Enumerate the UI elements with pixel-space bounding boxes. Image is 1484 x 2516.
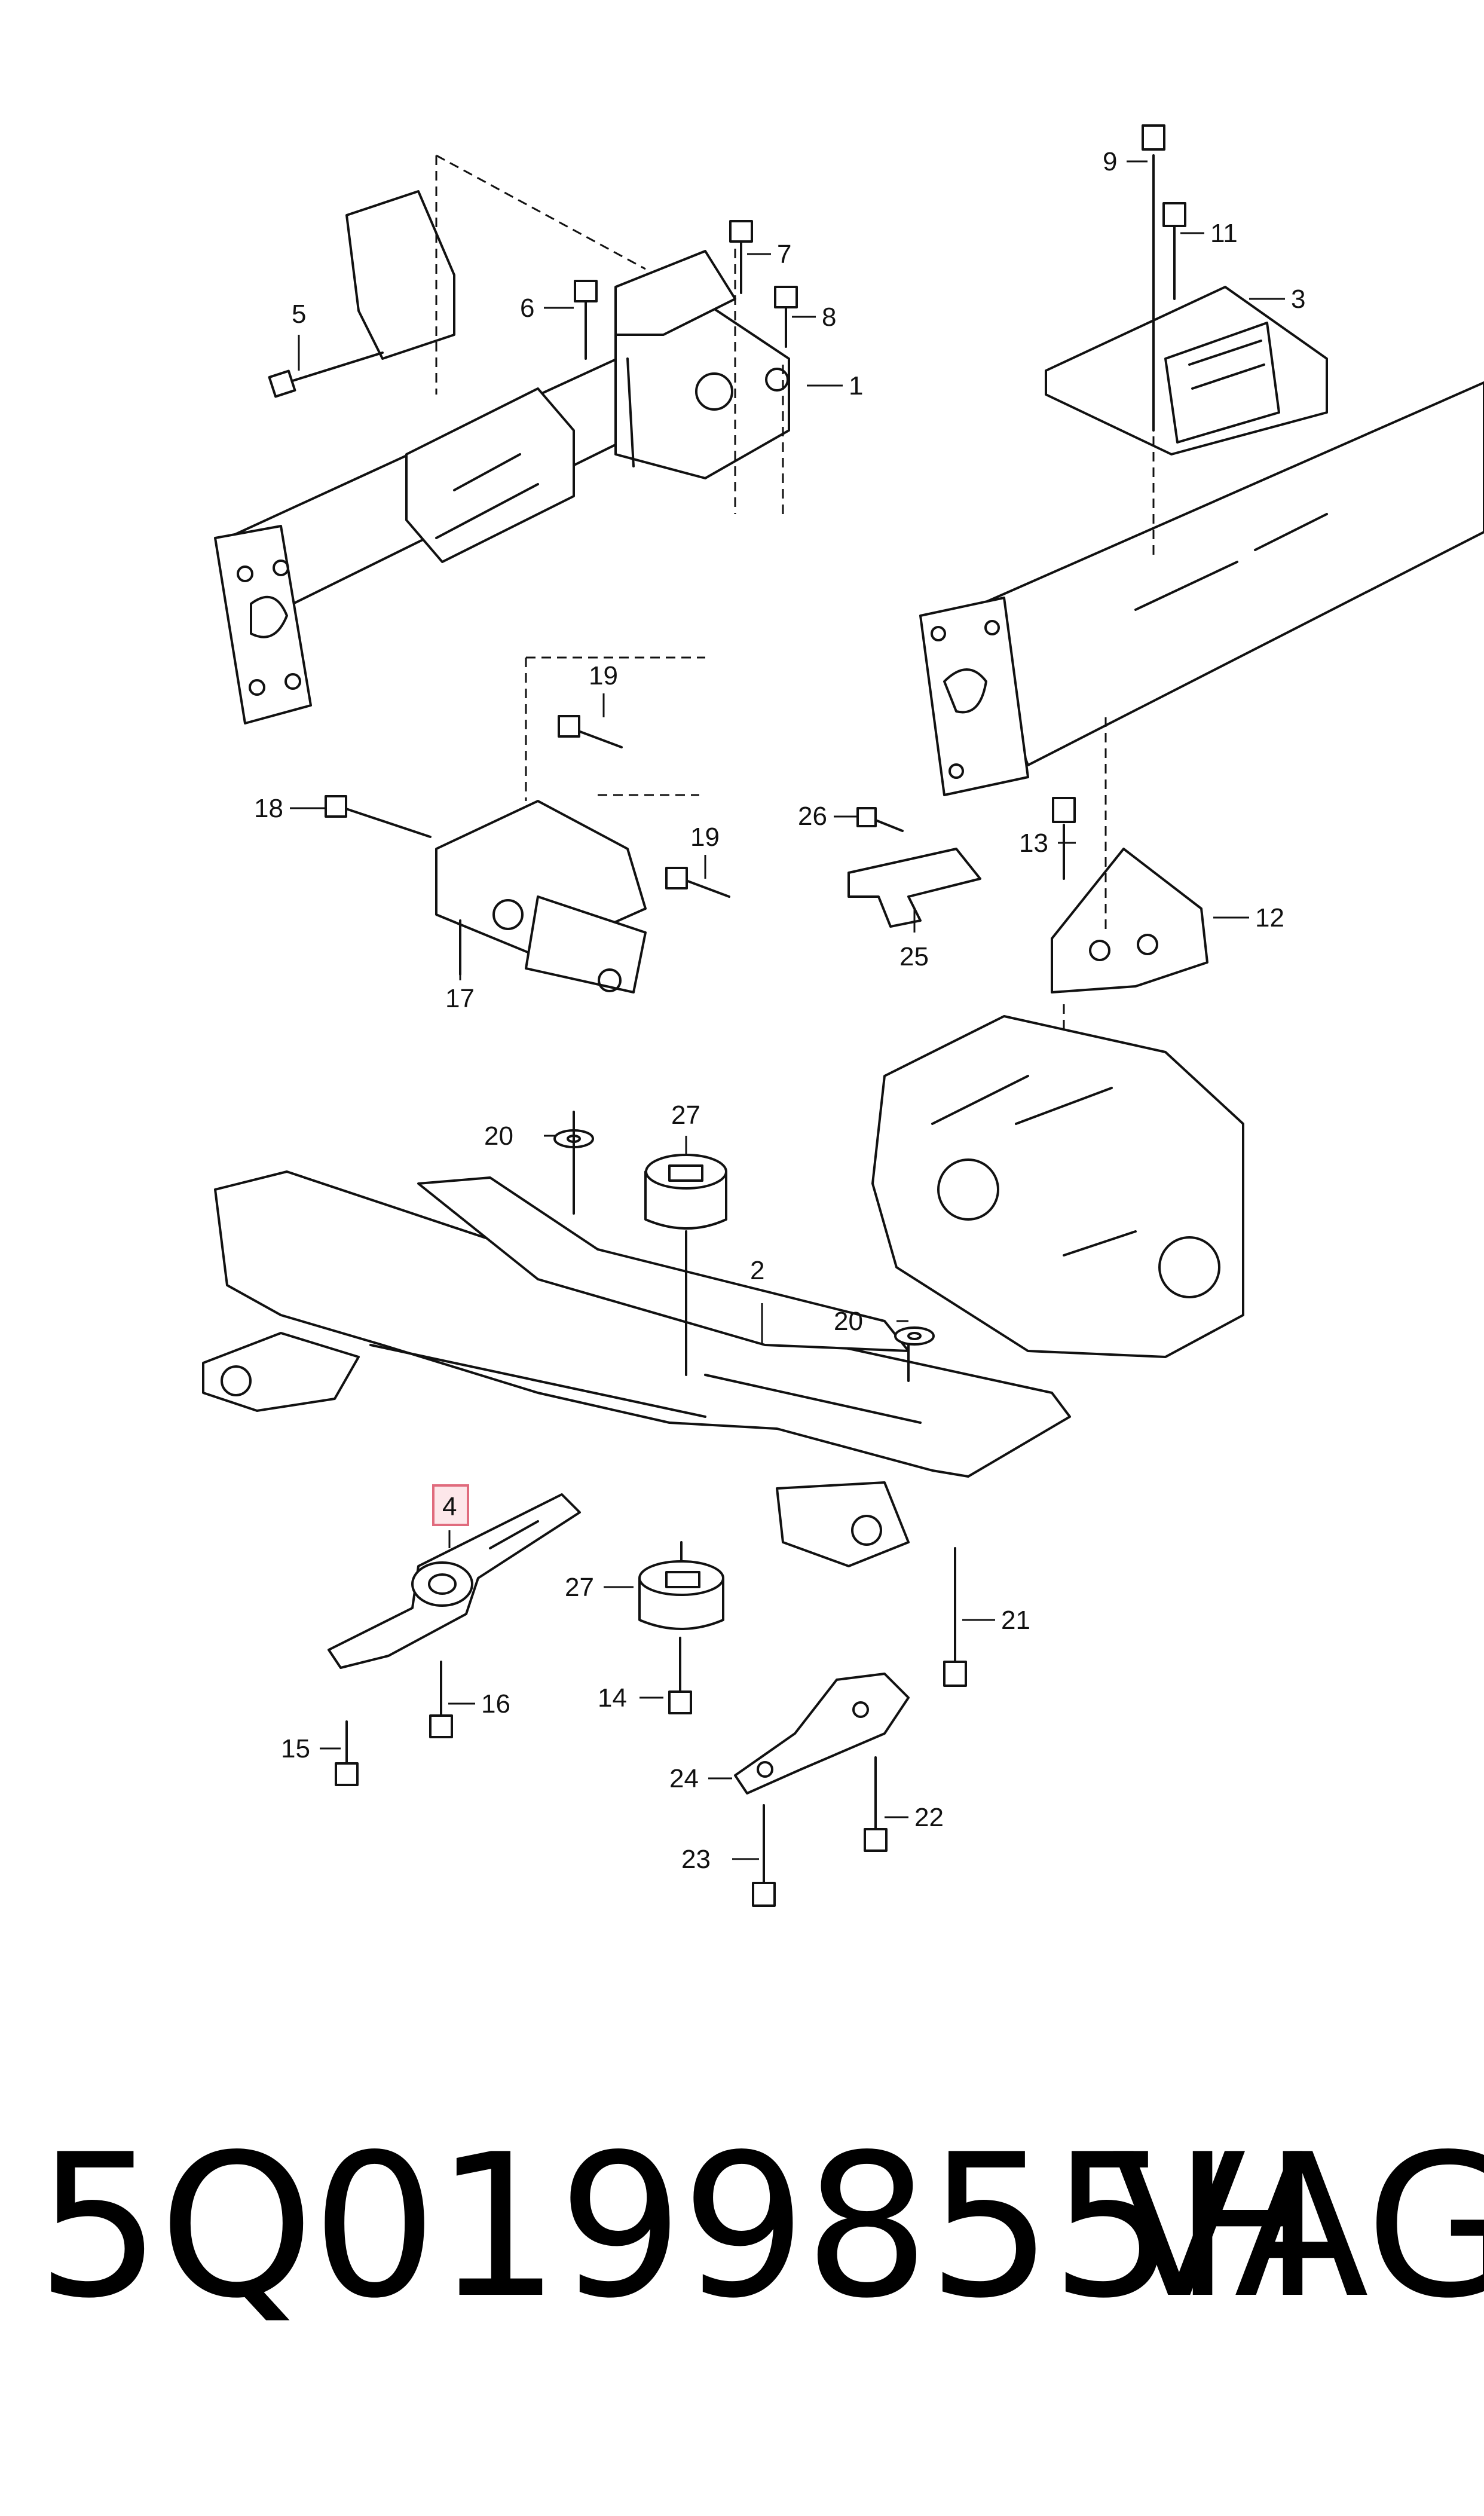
bolt-23 [752,1804,776,1907]
callout-23: 23 [681,1845,711,1874]
callout-19b: 19 [690,823,720,852]
bolt-14 [668,1637,692,1714]
callout-6: 6 [520,294,534,323]
callout-27b: 27 [565,1573,594,1602]
bracket-24 [734,1673,910,1794]
right-frame-rail [919,381,1484,796]
bolt-13 [1052,797,1076,880]
callout-5: 5 [292,299,306,329]
bolt-9 [1142,124,1165,432]
subframe-2 [202,1170,1071,1567]
bolt-11 [1162,202,1186,300]
engine-mount-1 [614,250,790,479]
callout-19a: 19 [589,661,618,690]
callout-11: 11 [1210,219,1238,248]
exploded-parts-diagram: 1 2 3 4 5 6 7 8 9 11 12 13 14 15 16 17 1… [202,124,1484,1907]
callout-21: 21 [1001,1606,1030,1635]
part-caption: 5Q0199855H VAG [0,2128,1484,2379]
pendulum-support-4 [328,1493,581,1669]
callout-20b: 20 [834,1307,863,1336]
callout-25: 25 [899,942,929,971]
callout-2: 2 [750,1256,764,1285]
callout-9: 9 [1103,147,1117,176]
callout-24: 24 [669,1764,699,1793]
callout-22: 22 [914,1803,944,1832]
bolt-22 [864,1756,888,1852]
callout-26: 26 [798,802,827,831]
washer-20b [894,1326,935,1346]
callout-20a: 20 [484,1121,513,1151]
bolt-21 [943,1547,967,1687]
bolt-15 [335,1720,359,1786]
bolt-5 [268,351,384,398]
bolt-7 [729,220,753,294]
bolt-16 [429,1661,453,1738]
callout-3: 3 [1291,285,1305,314]
callout-13: 13 [1019,829,1048,858]
callout-27a: 27 [671,1100,700,1130]
callout-7: 7 [777,240,791,269]
callout-8: 8 [822,302,836,332]
callout-labels: 1 2 3 4 5 6 7 8 9 11 12 13 14 15 16 17 1… [254,147,1305,1874]
bolt-8 [774,286,798,348]
mount-27-top [644,1154,727,1230]
bolt-26 [856,807,904,832]
mount-12 [1051,848,1208,993]
bracket-25 [847,848,981,928]
left-frame-rail [214,190,718,724]
callout-17: 17 [445,984,475,1013]
callout-14: 14 [598,1683,627,1713]
gearbox-mount-3 [1045,286,1328,455]
callout-4: 4 [442,1492,457,1521]
bolt-19a [558,715,623,748]
bolt-19b [665,867,730,898]
callout-1: 1 [849,371,863,401]
callout-15: 15 [281,1734,310,1763]
leader-lines [290,160,1285,1860]
callout-18: 18 [254,794,283,823]
bracket-17 [435,800,647,993]
callout-4-highlight [432,1484,469,1526]
bolt-18 [325,795,432,838]
callout-12: 12 [1255,903,1284,933]
bolt-6 [574,280,598,360]
callout-16: 16 [481,1689,510,1719]
mount-27-bottom [638,1560,724,1630]
brand-name: VAG [1112,2112,1484,2341]
part-number: 5Q0199855H [36,2112,1322,2341]
gearbox-housing [871,1015,1244,1358]
